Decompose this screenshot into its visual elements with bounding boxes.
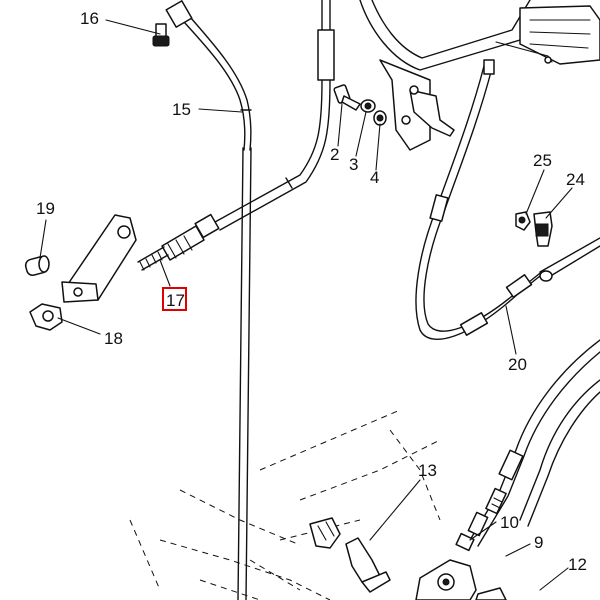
lever-bracket-19 [61,214,137,303]
callout-12: 12 [568,555,587,574]
callout-3: 3 [349,155,358,174]
frame-outline [129,409,441,600]
highlight-box-17 [162,287,187,311]
callout-25: 25 [533,151,552,170]
cable-20 [415,59,600,340]
bracket-24 [533,211,553,247]
handlebar-assembly [359,0,600,151]
callout-13: 13 [418,461,437,480]
clip-18 [29,303,63,331]
switch-housing [415,559,507,600]
bolt-25 [515,211,531,231]
callout-2: 2 [330,145,339,164]
cable-17 [137,0,335,271]
leader-lines [39,19,573,591]
callout-18: 18 [104,329,123,348]
callout-17: 17 [166,291,185,310]
callout-10: 10 [500,513,519,532]
callout-16: 16 [80,9,99,28]
callout-24: 24 [566,170,585,189]
callout-19: 19 [36,199,55,218]
callout-4: 4 [370,168,379,187]
bushing-19 [24,255,50,276]
cable-bundle-lower [455,339,600,552]
bolt-16 [152,23,170,47]
cable-15 [165,0,252,600]
callout-labels: 16 15 2 3 4 25 24 19 17 18 20 13 10 9 12 [36,9,587,574]
callout-20: 20 [508,355,527,374]
callout-9: 9 [534,533,543,552]
callout-15: 15 [172,100,191,119]
bracket-13 [309,517,391,593]
